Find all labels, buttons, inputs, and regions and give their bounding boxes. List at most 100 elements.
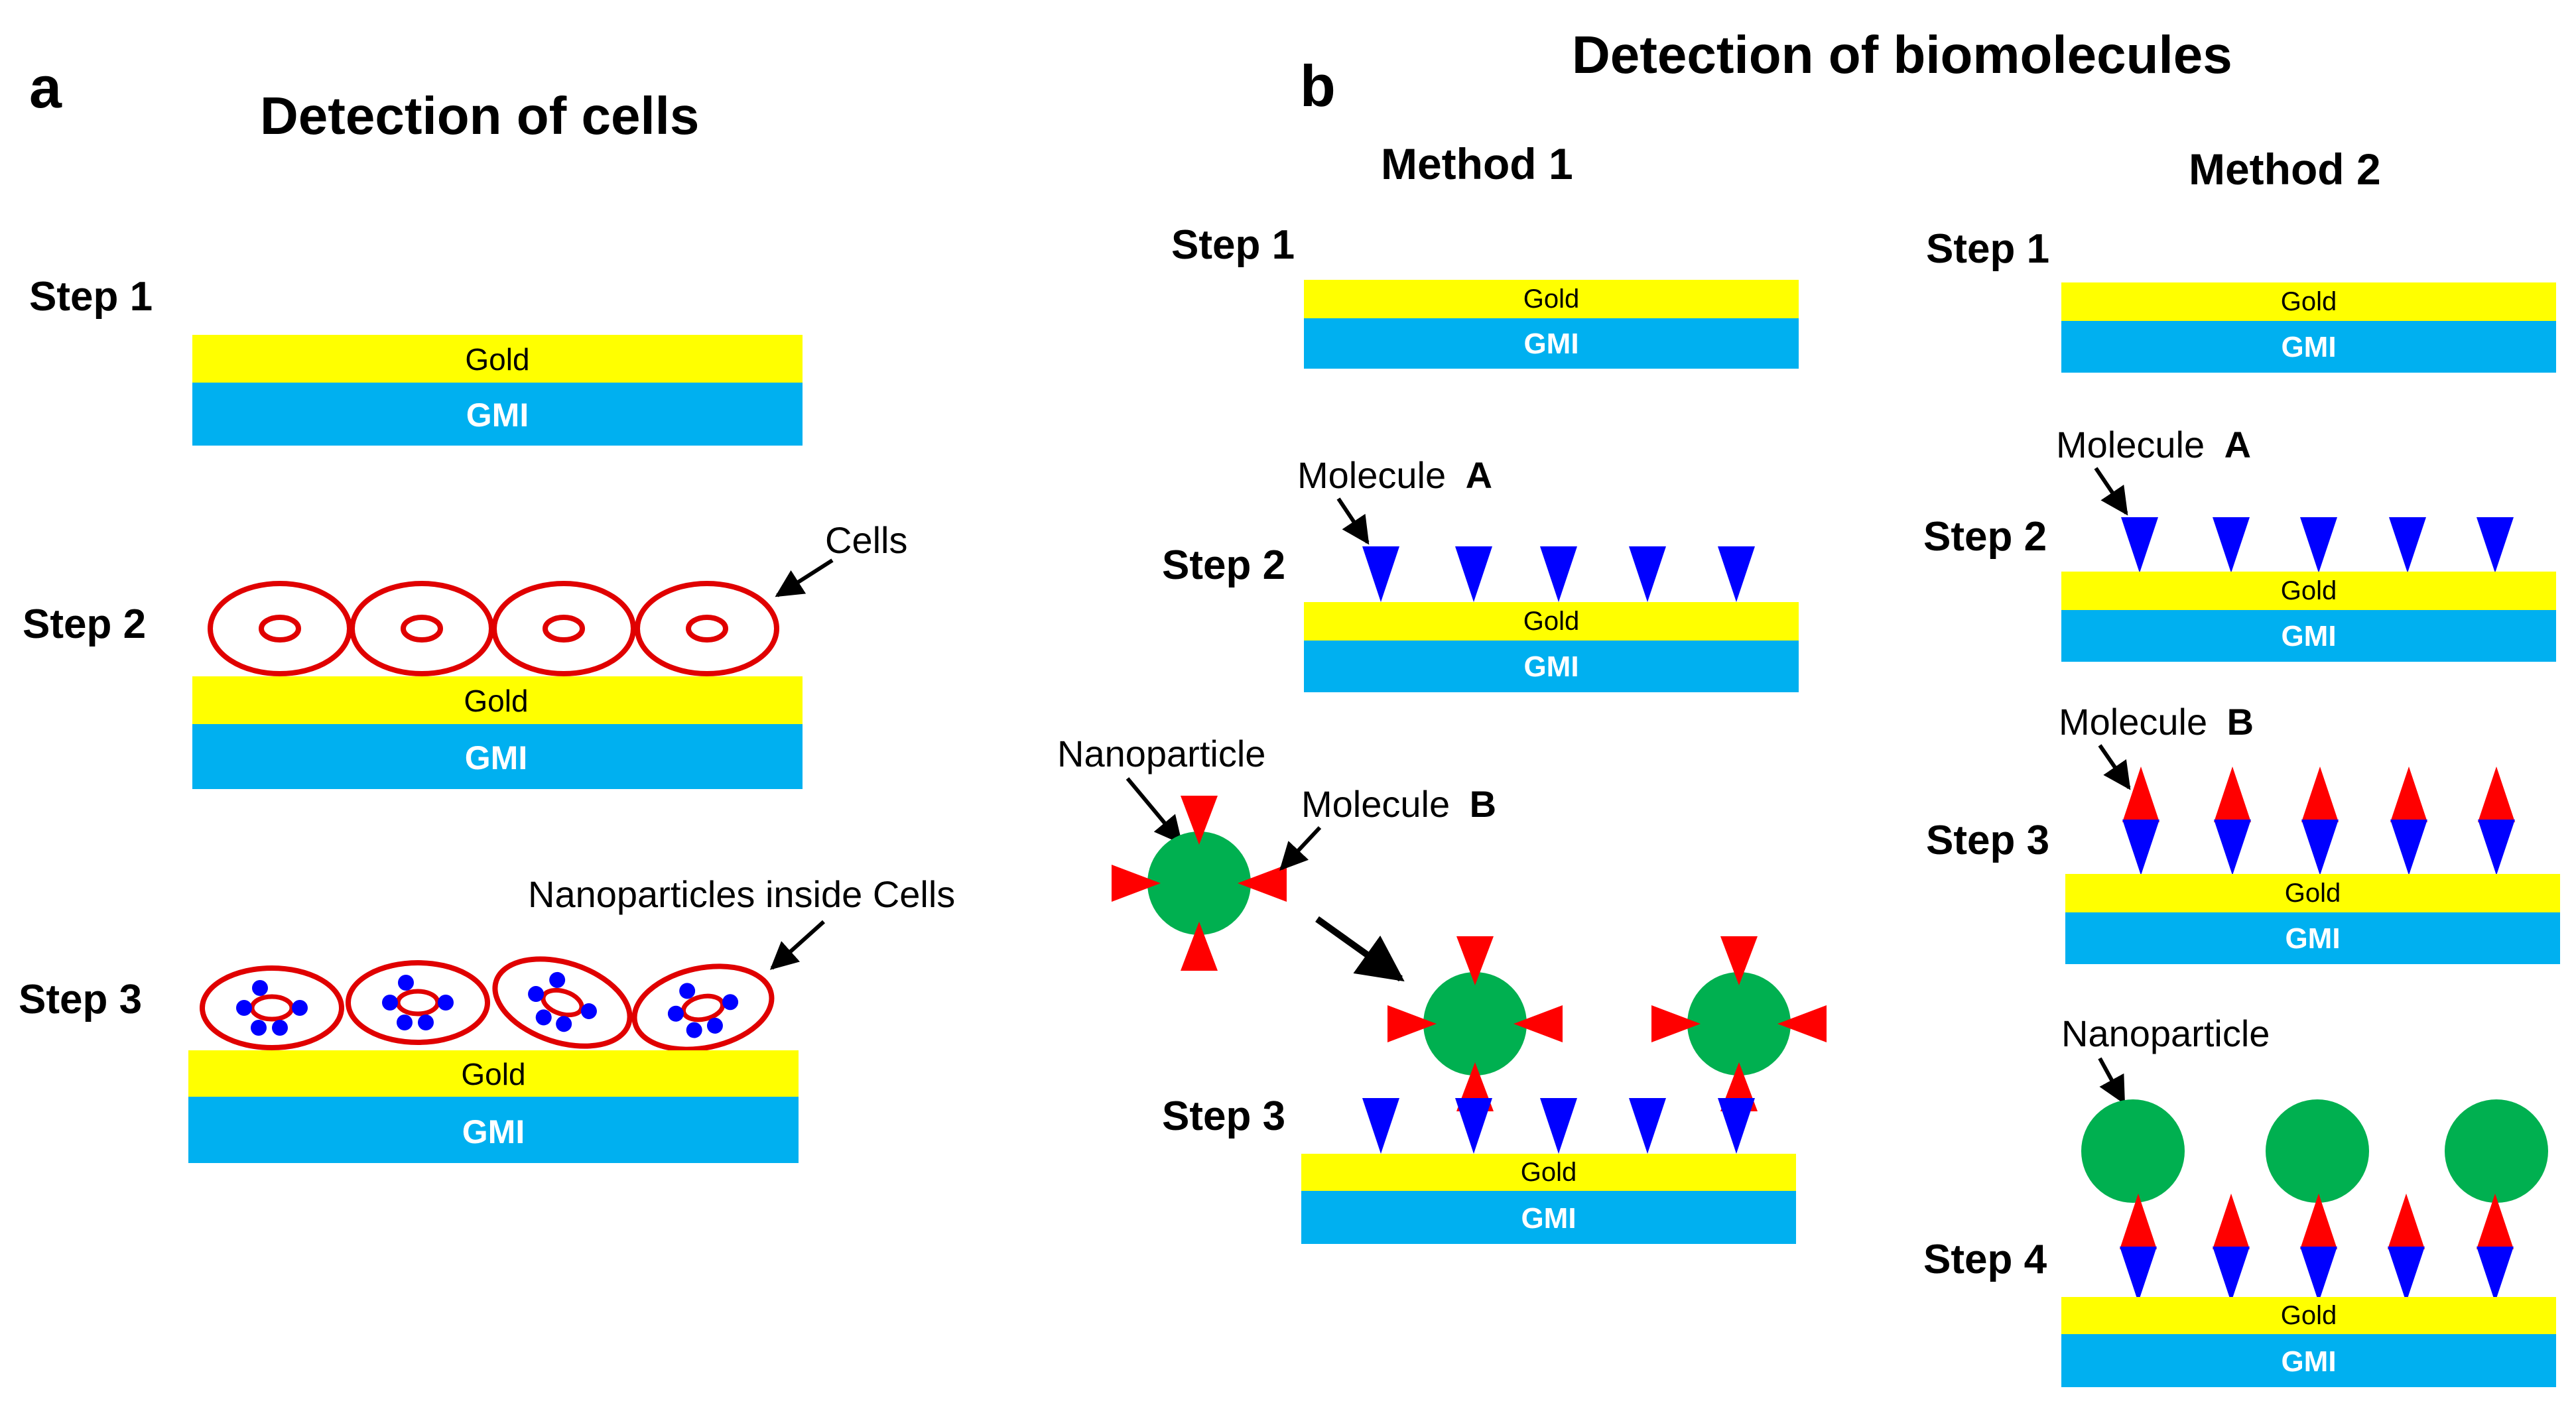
- molecule-a-word: Molecule: [1297, 454, 1446, 496]
- method1-step3-substrate: Gold GMI: [1301, 1154, 1796, 1244]
- molecule-b-word: Molecule: [2059, 701, 2207, 743]
- panel-a-step2-cells: [210, 584, 777, 674]
- gold-layer: [188, 1050, 799, 1097]
- arrow-icon: [2094, 467, 2128, 516]
- panel-b-title: Detection of biomolecules: [1572, 25, 2232, 84]
- gmi-label: GMI: [1523, 328, 1578, 360]
- molecule-a-word: Molecule: [2056, 424, 2205, 465]
- gmi-label: GMI: [1521, 1202, 1576, 1235]
- nanoparticle-icon: [2081, 1099, 2185, 1203]
- gold-label: Gold: [461, 1057, 525, 1091]
- arrow-icon: [2098, 1057, 2126, 1105]
- molecule-a-icon: [2388, 1247, 2425, 1302]
- gold-layer: [2061, 1297, 2556, 1334]
- panel-a-step3-substrate: Gold GMI: [188, 1050, 799, 1163]
- method2-step2-molecules: [2121, 517, 2514, 573]
- molecule-b-icon: [2477, 1194, 2514, 1249]
- gold-layer: [2065, 874, 2560, 912]
- gold-label: Gold: [1521, 1158, 1577, 1187]
- method2-step2-label: Step 2: [1923, 514, 2047, 560]
- panel-a-step3-cells: [202, 943, 779, 1062]
- molecule-a-icon: [2120, 1247, 2157, 1302]
- method1-step2-substrate: Gold GMI: [1304, 602, 1799, 692]
- panel-a-step3-label: Step 3: [19, 977, 142, 1022]
- np-inside-cells-label: Nanoparticles inside Cells: [528, 873, 955, 915]
- gold-layer: [192, 676, 803, 724]
- molecule-a-icon: [1629, 1098, 1666, 1154]
- method2-step4-nanoparticles: [2081, 1099, 2548, 1203]
- molecule-a-icon: [2122, 820, 2159, 875]
- cell-icon: [494, 584, 633, 674]
- gold-label: Gold: [2285, 879, 2341, 908]
- method1-step1-substrate: Gold GMI: [1304, 280, 1799, 369]
- gmi-layer: [192, 724, 803, 789]
- nanoparticle-label: Nanoparticle: [1057, 733, 1265, 774]
- gold-layer: [2061, 572, 2556, 610]
- arrow-icon: [1336, 497, 1370, 545]
- gmi-label: GMI: [1523, 650, 1578, 683]
- molecule-b-icon: [2388, 1194, 2425, 1249]
- molecule-a-icon: [2477, 517, 2514, 573]
- molecule-b-letter: B: [2227, 701, 2254, 743]
- molecule-b-icon: [2213, 1194, 2250, 1249]
- molecule-b-label: Molecule B: [1301, 783, 1496, 825]
- gmi-label: GMI: [2281, 331, 2336, 363]
- gmi-layer: [192, 383, 803, 446]
- molecule-a-icon: [2301, 820, 2339, 875]
- panel-a-title: Detection of cells: [260, 86, 699, 145]
- method1-title: Method 1: [1381, 139, 1573, 188]
- gold-label: Gold: [1523, 284, 1580, 314]
- molecule-b-icon: [2214, 767, 2251, 822]
- cell-with-nanoparticles-icon: [484, 943, 641, 1062]
- molecule-b-icon: [2478, 767, 2515, 822]
- functionalised-nanoparticle-icon: [1112, 796, 1287, 971]
- arrow-icon: [769, 920, 826, 970]
- method1-step1-label: Step 1: [1171, 222, 1295, 268]
- gmi-layer: [2061, 1334, 2556, 1387]
- gmi-layer: [2061, 610, 2556, 662]
- gmi-label: GMI: [465, 739, 527, 776]
- gold-label: Gold: [2281, 1301, 2337, 1330]
- cell-with-nanoparticles-icon: [202, 968, 342, 1048]
- gold-label: Gold: [464, 684, 528, 718]
- method2-step3-label: Step 3: [1926, 818, 2049, 863]
- method2-step1-substrate: Gold GMI: [2061, 282, 2556, 373]
- molecule-a-letter: A: [2224, 424, 2251, 465]
- molecule-b-letter: B: [1470, 783, 1496, 825]
- method1-step3-molecules: [1362, 1098, 1755, 1154]
- arrow-icon: [775, 558, 834, 597]
- gmi-label: GMI: [2281, 620, 2336, 652]
- gmi-layer: [188, 1097, 799, 1163]
- method1-step2-label: Step 2: [1162, 542, 1285, 588]
- cell-icon: [637, 584, 777, 674]
- method2-step4-substrate: Gold GMI: [2061, 1297, 2556, 1387]
- panel-a-step1-substrate: Gold GMI: [192, 335, 803, 446]
- gold-layer: [1301, 1154, 1796, 1191]
- method1-step2-molecules: [1362, 546, 1755, 602]
- molecule-a-icon: [2300, 1247, 2337, 1302]
- molecule-a-icon: [1540, 1098, 1577, 1154]
- molecule-a-icon: [1455, 1098, 1492, 1154]
- molecule-b-icon: [2122, 767, 2159, 822]
- method2-step4-molecules: [2120, 1194, 2514, 1302]
- method2-step2-substrate: Gold GMI: [2061, 572, 2556, 662]
- functionalised-nanoparticle-icon: [1387, 936, 1563, 1111]
- gmi-label: GMI: [462, 1113, 525, 1150]
- molecule-a-icon: [1629, 546, 1666, 602]
- molecule-a-icon: [2213, 1247, 2250, 1302]
- molecule-a-icon: [2477, 1247, 2514, 1302]
- gold-label: Gold: [465, 342, 529, 377]
- cell-icon: [210, 584, 350, 674]
- functionalised-nanoparticle-icon: [1651, 936, 1827, 1111]
- molecule-a-icon: [2213, 517, 2250, 573]
- gmi-label: GMI: [2285, 922, 2340, 955]
- gmi-layer: [1304, 318, 1799, 369]
- gold-layer: [192, 335, 803, 383]
- cell-with-nanoparticles-icon: [627, 954, 779, 1061]
- molecule-a-icon: [1540, 546, 1577, 602]
- molecule-a-icon: [2389, 517, 2426, 573]
- method2-step1-label: Step 1: [1926, 226, 2049, 272]
- method2-title: Method 2: [2189, 145, 2381, 194]
- gold-label: Gold: [2281, 287, 2337, 316]
